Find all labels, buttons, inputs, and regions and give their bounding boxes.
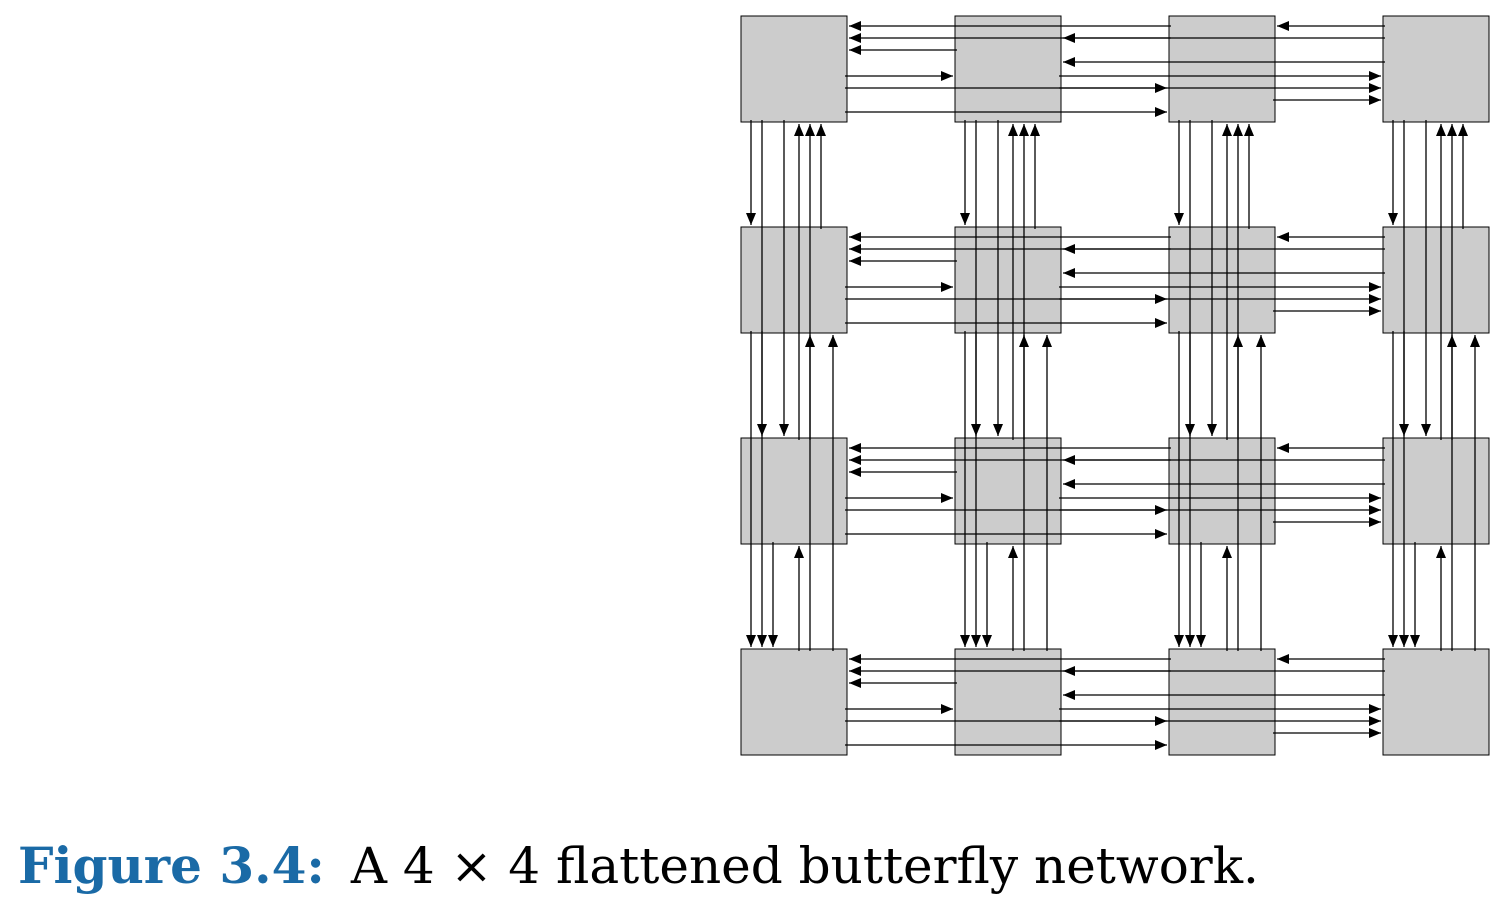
- router-r2-c1: [954, 437, 1062, 545]
- router-r3-c0: [740, 648, 848, 756]
- router-r2-c0: [740, 437, 848, 545]
- figure-caption: Figure 3.4: A 4 × 4 flattened butterfly n…: [18, 836, 1259, 896]
- router-r1-c1: [954, 226, 1062, 334]
- router-r1-c0: [740, 226, 848, 334]
- router-r0-c0: [740, 15, 848, 123]
- router-r0-c2: [1168, 15, 1276, 123]
- router-r1-c3: [1382, 226, 1490, 334]
- router-r3-c1: [954, 648, 1062, 756]
- router-r1-c2: [1168, 226, 1276, 334]
- figure-caption-text: A 4 × 4 flattened butterfly network.: [350, 837, 1259, 895]
- routers: [740, 15, 1490, 756]
- router-r0-c1: [954, 15, 1062, 123]
- links: [746, 21, 1480, 750]
- flattened-butterfly-diagram: [740, 15, 1490, 756]
- router-r0-c3: [1382, 15, 1490, 123]
- router-r3-c3: [1382, 648, 1490, 756]
- router-r2-c3: [1382, 437, 1490, 545]
- router-r2-c2: [1168, 437, 1276, 545]
- router-r3-c2: [1168, 648, 1276, 756]
- figure-label: Figure 3.4:: [18, 836, 325, 895]
